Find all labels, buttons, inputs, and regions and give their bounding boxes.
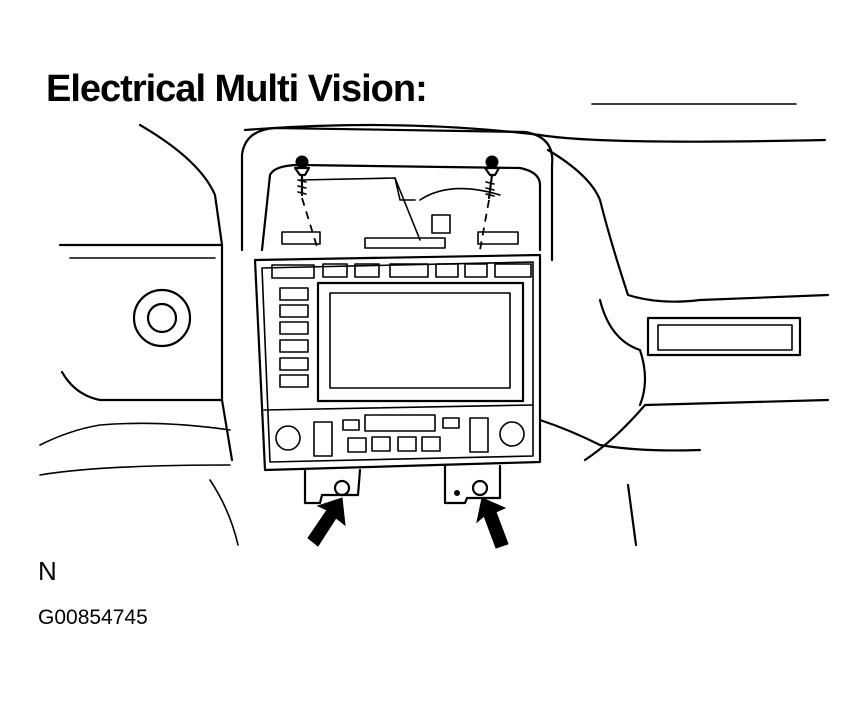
right-air-vent bbox=[646, 316, 802, 357]
screw-icon bbox=[479, 155, 501, 251]
dashboard-outline bbox=[138, 103, 830, 547]
diagram-title: Electrical Multi Vision: bbox=[46, 68, 428, 110]
mounting-bracket-right bbox=[443, 464, 502, 505]
view-letter: N bbox=[38, 556, 57, 586]
multi-vision-unit bbox=[253, 253, 542, 472]
arrow-up-left-icon bbox=[476, 497, 509, 549]
figure-id: G00854745 bbox=[38, 606, 148, 629]
left-air-vent bbox=[39, 243, 239, 546]
dash-opening bbox=[240, 126, 554, 262]
screw-icon bbox=[293, 155, 319, 251]
mounting-bracket-left bbox=[303, 468, 362, 505]
arrow-up-right-icon bbox=[307, 497, 346, 547]
